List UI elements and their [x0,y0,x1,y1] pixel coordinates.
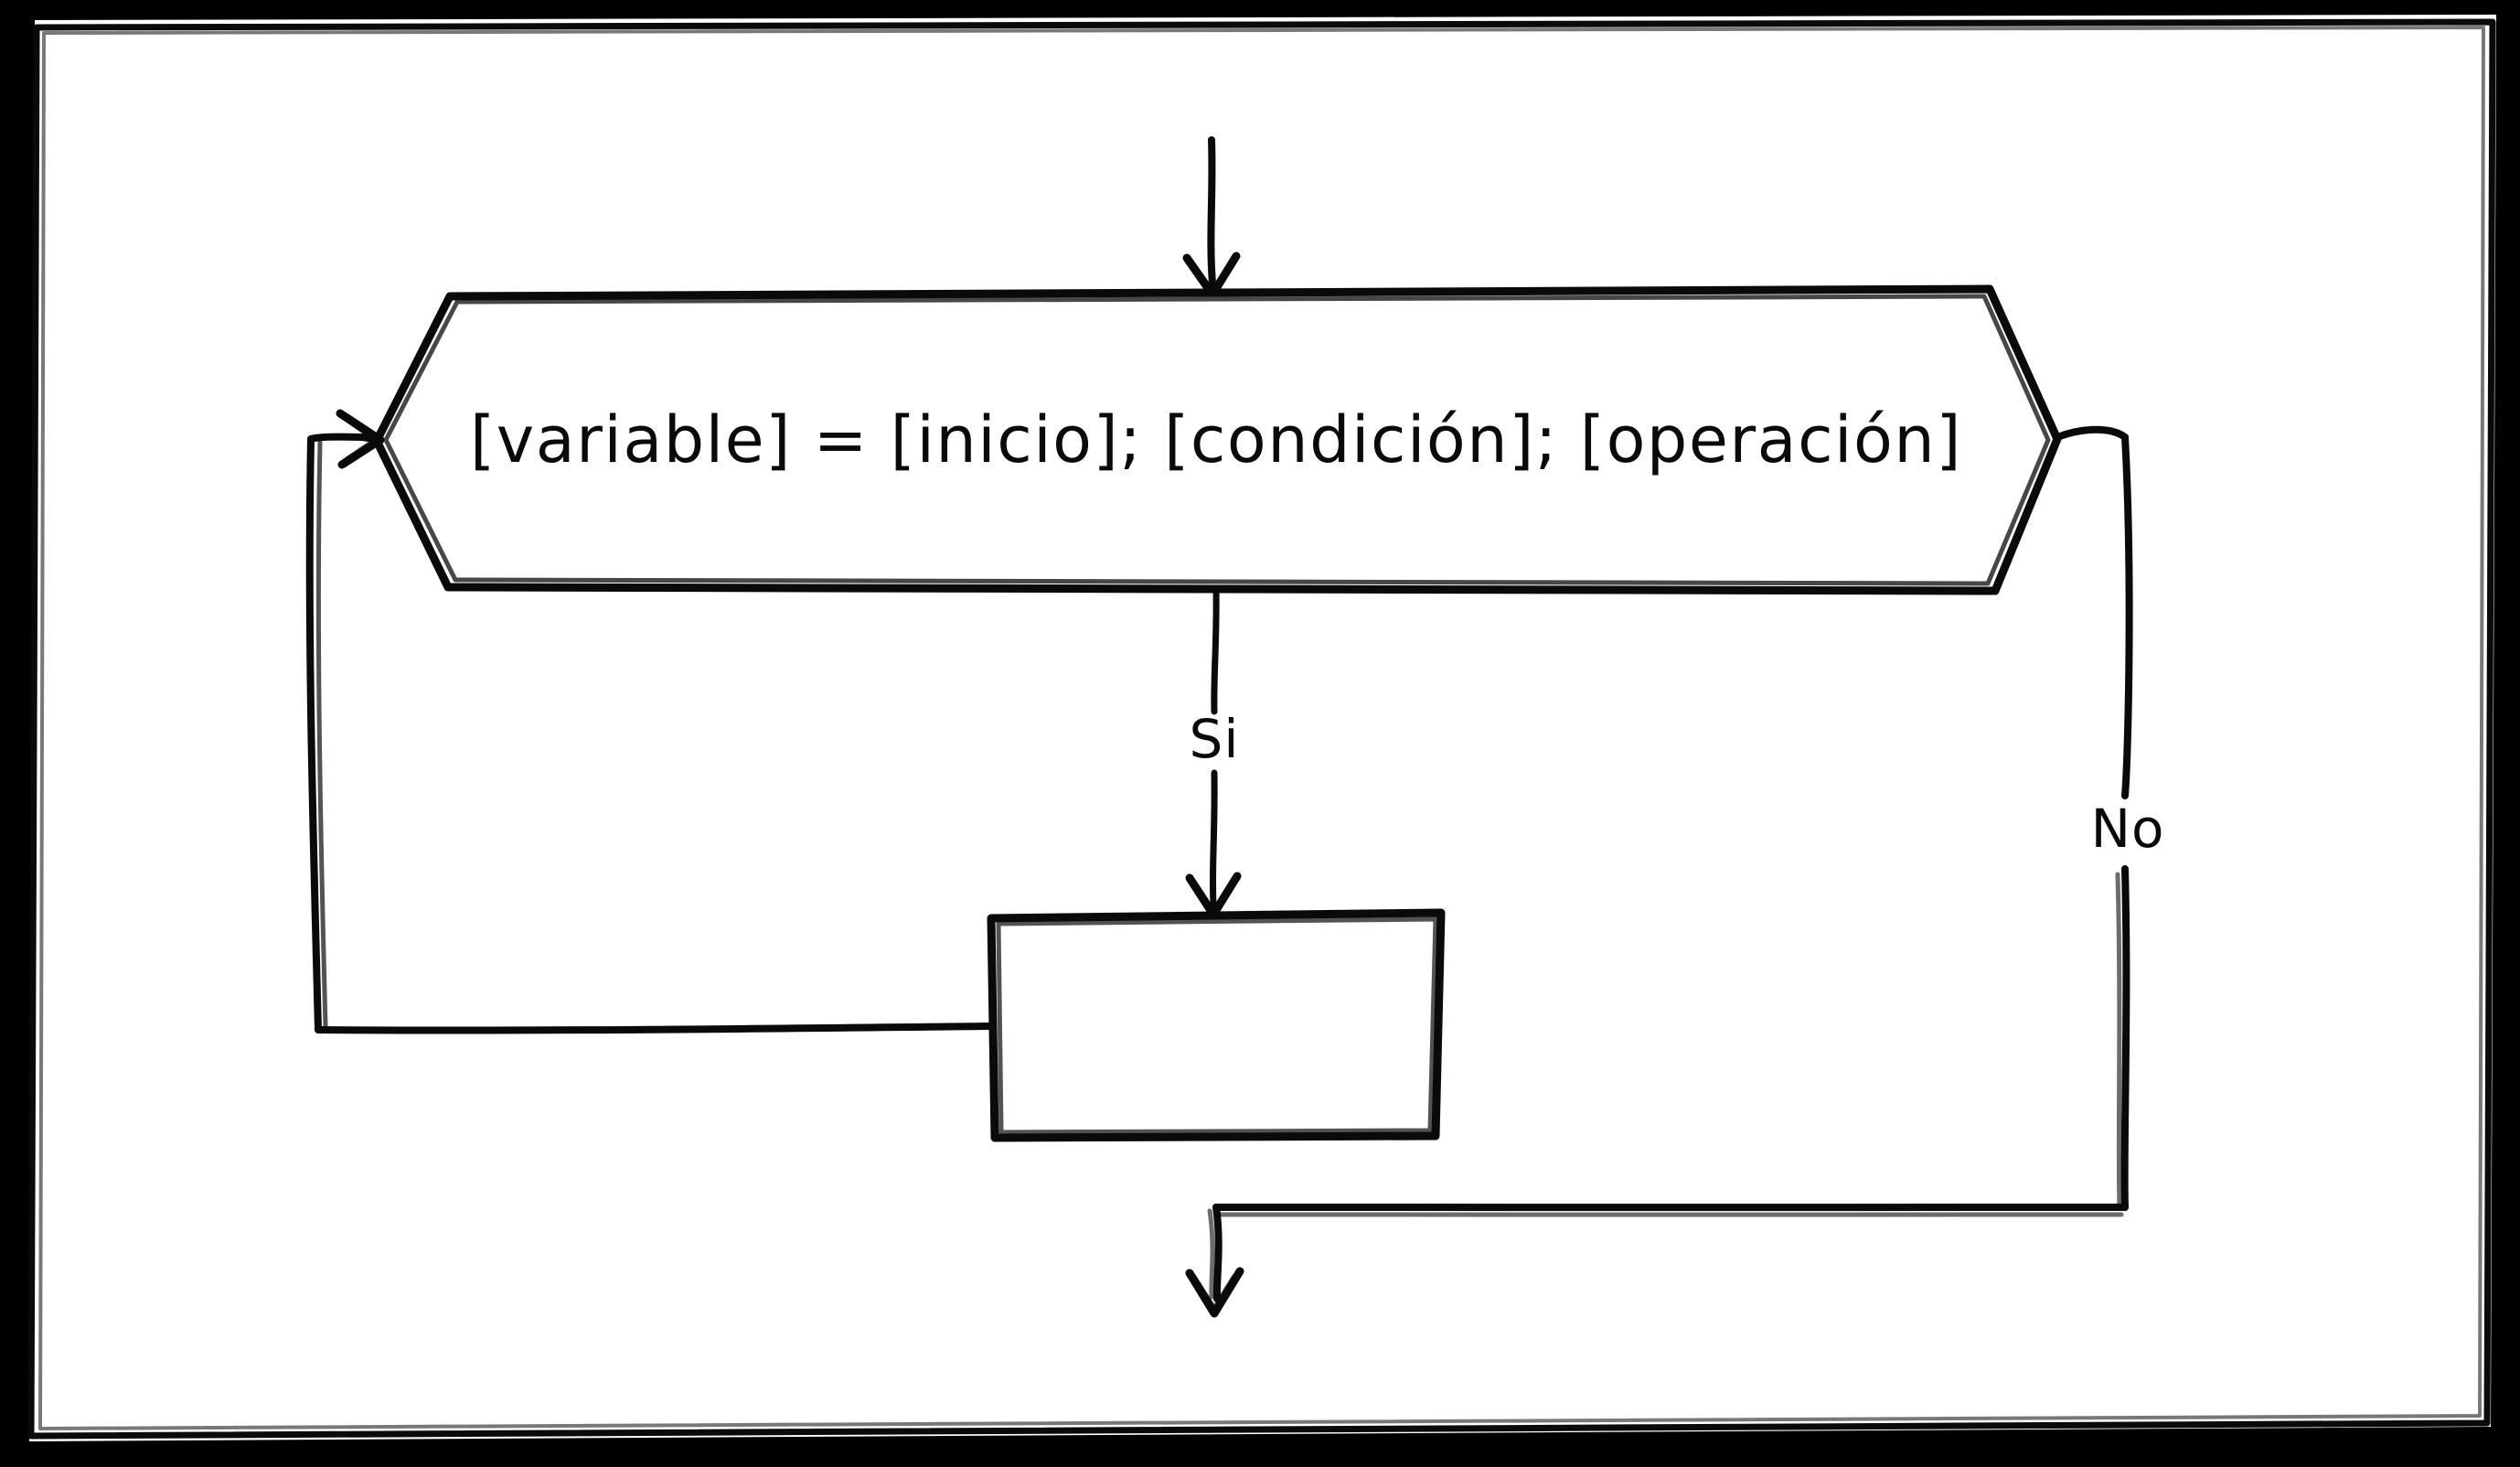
body-rectangle[interactable] [987,908,1446,1142]
false-branch-label: No [2091,798,2165,860]
paper-border [27,18,2496,1440]
loop-back-edge [305,409,995,1034]
condition-hexagon[interactable]: [variable] = [inicio]; [condición]; [ope… [372,284,2062,595]
true-branch-label: Si [1190,708,1240,770]
paper-border-sketch-pass [38,26,2485,1430]
false-branch-edge [1185,425,2133,1318]
condition-label: [variable] = [inicio]; [condición]; [ope… [470,402,1962,477]
